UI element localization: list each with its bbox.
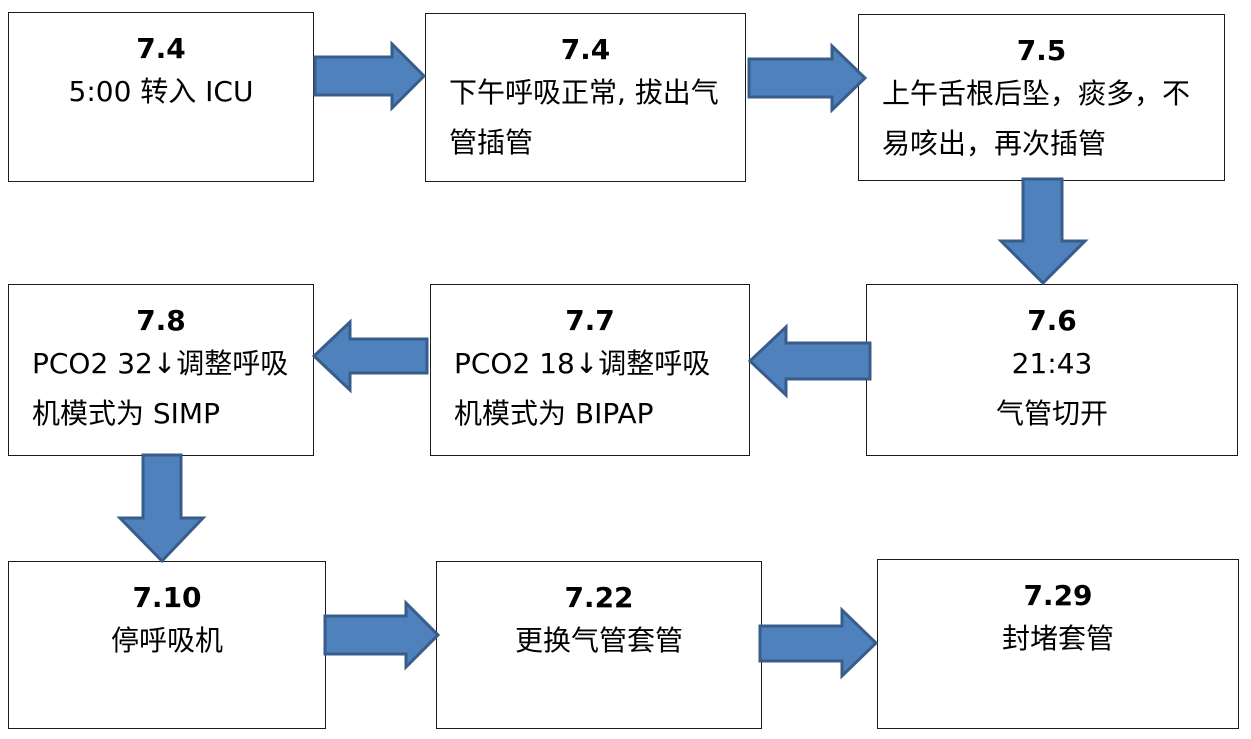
node-text-line: 机模式为 BIPAP bbox=[454, 397, 654, 430]
node-text-line: 停呼吸机 bbox=[110, 624, 223, 657]
node-text: 下午呼吸正常, 拔出气 管插管 bbox=[426, 68, 745, 168]
node-text-line: 封堵套管 bbox=[1001, 622, 1114, 655]
node-text: 上午舌根后坠，痰多，不 易咳出，再次插管 bbox=[859, 69, 1224, 169]
node-7-5-reintubation: 7.5 上午舌根后坠，痰多，不 易咳出，再次插管 bbox=[858, 14, 1225, 181]
node-text-line: 21:43 bbox=[1011, 347, 1093, 380]
node-date: 7.10 bbox=[132, 581, 202, 614]
node-text-line: 更换气管套管 bbox=[514, 624, 683, 657]
node-text: 21:43 气管切开 bbox=[867, 339, 1237, 439]
node-date: 7.7 bbox=[565, 304, 615, 337]
node-date: 7.6 bbox=[1027, 304, 1077, 337]
node-date: 7.4 bbox=[136, 32, 186, 65]
arrow-left-icon bbox=[311, 318, 429, 394]
node-text-line: 管插管 bbox=[449, 126, 534, 159]
node-7-22-replace-cannula: 7.22 更换气管套管 bbox=[436, 561, 762, 729]
node-date: 7.22 bbox=[564, 581, 634, 614]
node-7-4-extubation: 7.4 下午呼吸正常, 拔出气 管插管 bbox=[425, 13, 746, 182]
node-text: 5:00 转入 ICU bbox=[9, 67, 313, 117]
node-7-4-transfer-icu: 7.4 5:00 转入 ICU bbox=[8, 12, 314, 182]
arrow-right-icon bbox=[758, 606, 879, 680]
node-date: 7.29 bbox=[1023, 579, 1093, 612]
node-date: 7.4 bbox=[560, 33, 611, 66]
node-text: PCO2 32↓调整呼吸 机模式为 SIMP bbox=[9, 339, 313, 439]
node-text: 停呼吸机 bbox=[9, 616, 325, 666]
arrow-right-icon bbox=[323, 599, 441, 671]
node-text-line: 上午舌根后坠，痰多，不 bbox=[882, 77, 1191, 110]
arrow-down-icon bbox=[116, 453, 207, 564]
node-7-10-stop-ventilator: 7.10 停呼吸机 bbox=[8, 561, 326, 729]
node-7-6-tracheotomy: 7.6 21:43 气管切开 bbox=[866, 284, 1238, 456]
node-text-line: PCO2 18↓调整呼吸 bbox=[454, 347, 711, 380]
node-text-line: PCO2 32↓调整呼吸 bbox=[32, 347, 289, 380]
node-text-line: 气管切开 bbox=[995, 397, 1108, 430]
node-date: 7.5 bbox=[1016, 34, 1067, 67]
arrow-right-icon bbox=[313, 40, 427, 112]
node-text-line: 易咳出，再次插管 bbox=[882, 127, 1107, 160]
node-text: 更换气管套管 bbox=[437, 616, 761, 666]
node-date: 7.8 bbox=[136, 304, 186, 337]
node-text-line: 5:00 转入 ICU bbox=[68, 75, 254, 108]
node-7-8-simp: 7.8 PCO2 32↓调整呼吸 机模式为 SIMP bbox=[8, 284, 314, 456]
node-text-line: 下午呼吸正常, 拔出气 bbox=[449, 76, 719, 109]
arrow-right-icon bbox=[747, 42, 868, 114]
node-text: 封堵套管 bbox=[878, 614, 1238, 664]
node-text: PCO2 18↓调整呼吸 机模式为 BIPAP bbox=[431, 339, 749, 439]
arrow-left-icon bbox=[747, 323, 872, 399]
arrow-down-icon bbox=[997, 177, 1089, 286]
node-text-line: 机模式为 SIMP bbox=[32, 397, 220, 430]
node-7-7-bipap: 7.7 PCO2 18↓调整呼吸 机模式为 BIPAP bbox=[430, 284, 750, 456]
node-7-29-plug-cannula: 7.29 封堵套管 bbox=[877, 559, 1239, 729]
